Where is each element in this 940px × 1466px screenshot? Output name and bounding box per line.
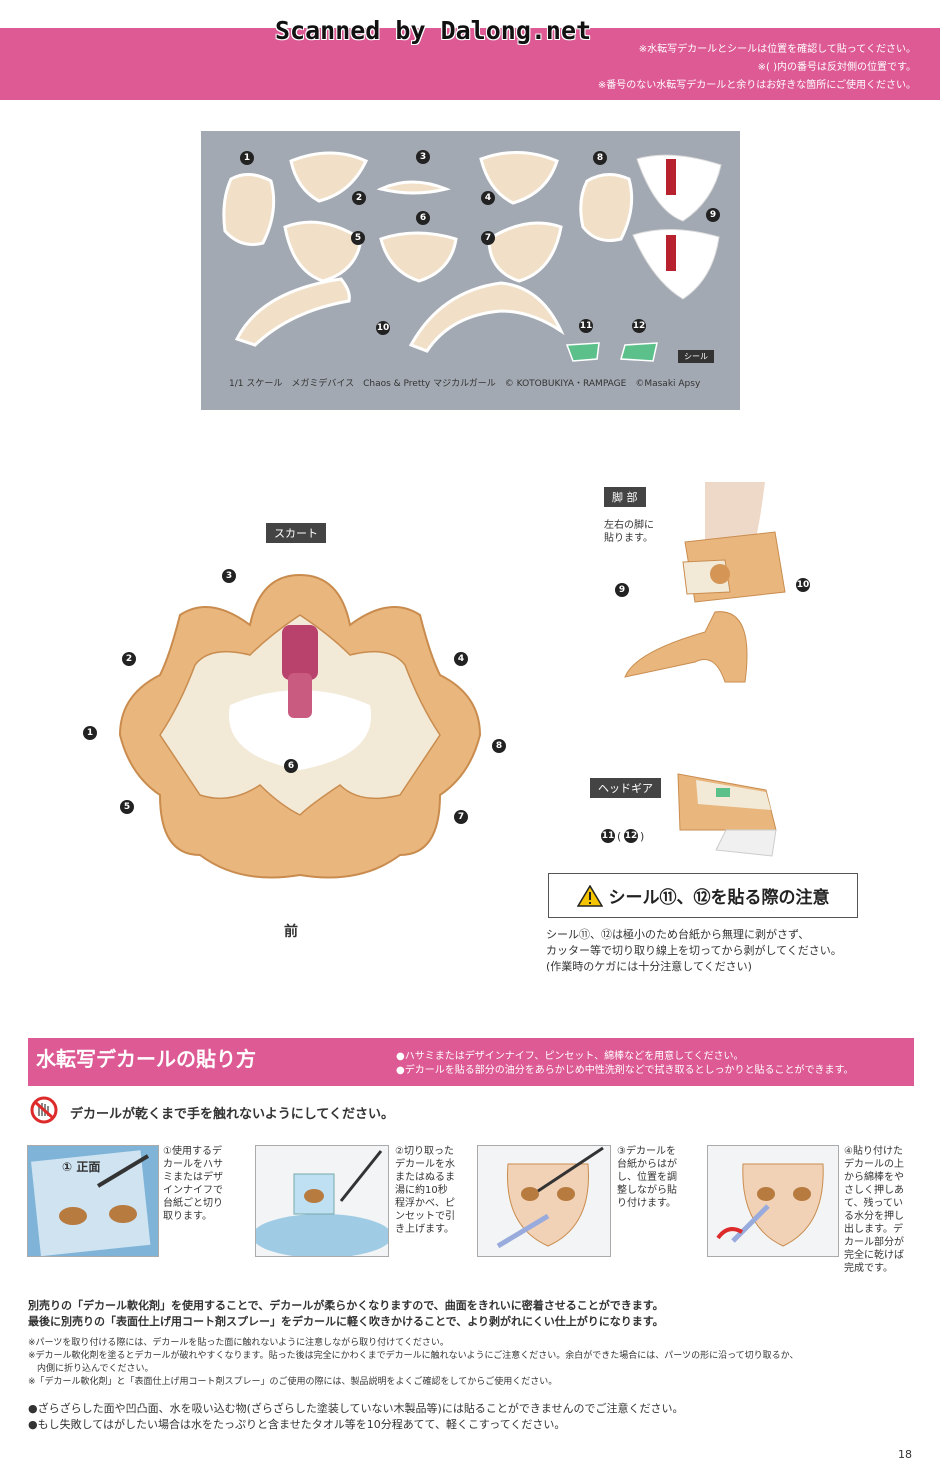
header-note: ※( )内の番号は反対側の位置です。 bbox=[757, 62, 916, 73]
bullet-note: ●ざらざらした面や凹凸面、水を吸い込む物(ざらざらした塗装していない木製品等)に… bbox=[28, 1402, 684, 1415]
decal-9-pair bbox=[632, 154, 722, 300]
caution-title: シール⑪、⑫を貼る際の注意 bbox=[608, 888, 830, 908]
page-number: 18 bbox=[898, 1448, 912, 1461]
step-1-text: ①使用するデ カールをハサ ミまたはデザ インナイフで 台紙ごと切り 取ります。 bbox=[163, 1146, 223, 1222]
skirt-front-label: 前 bbox=[284, 924, 298, 940]
seal-12 bbox=[620, 342, 658, 362]
leg-instruction: 貼ります。 bbox=[604, 533, 653, 544]
decal-5 bbox=[283, 220, 363, 283]
decal-number: 2 bbox=[352, 191, 366, 205]
decal-number: 7 bbox=[481, 231, 495, 245]
skirt-callout: 1 bbox=[83, 726, 97, 740]
headgear-callout: 12 bbox=[624, 829, 638, 843]
sheet-caption: 1/1 スケール メガミデバイス Chaos & Pretty マジカルガール … bbox=[229, 379, 701, 389]
tip-line: 最後に別売りの「表面仕上げ用コート剤スプレー」をデカールに軽く吹きかけることで、… bbox=[28, 1315, 664, 1328]
decal-10b bbox=[408, 281, 565, 353]
fine-print: ※「デカール軟化剤」と「表面仕上げ用コート剤スプレー」のご使用の際には、製品説明… bbox=[28, 1377, 558, 1387]
caution-line: カッター等で切り取り線上を切ってから剥がしてください。 bbox=[546, 944, 842, 957]
water-bowl-icon bbox=[252, 1150, 392, 1258]
header-band: ※水転写デカールとシールは位置を確認して貼ってください。 ※( )内の番号は反対… bbox=[0, 28, 940, 100]
water-decal-note: ●デカールを貼る部分の油分をあらかじめ中性洗剤などで拭き取るとしっかりと貼ること… bbox=[396, 1065, 854, 1076]
skirt-callout: 3 bbox=[222, 569, 236, 583]
decal-7 bbox=[487, 221, 563, 283]
seal-11 bbox=[565, 342, 600, 362]
decal-number: 8 bbox=[593, 151, 607, 165]
leg-tag: 脚 部 bbox=[604, 487, 646, 507]
step-2-text: ②切り取った デカールを水 またはぬるま 湯に約10秒 程浮かべ、ピ ンセットで… bbox=[395, 1146, 455, 1235]
step-4-image bbox=[707, 1145, 839, 1257]
leg-callout: 9 bbox=[615, 583, 629, 597]
leg-callout: 10 bbox=[796, 578, 810, 592]
decal-number: 9 bbox=[706, 208, 720, 222]
step-3-text: ③デカールを 台紙からはが し、位置を調 整しながら貼 り付けます。 bbox=[617, 1146, 677, 1209]
water-decal-warning: デカールが乾くまで手を触れないようにしてください。 bbox=[70, 1107, 394, 1122]
no-touch-icon bbox=[30, 1096, 58, 1124]
decal-sheet bbox=[201, 131, 740, 410]
face-icon bbox=[716, 1163, 824, 1247]
caution-line: シール⑪、⑫は極小のため台紙から無理に剥がさず、 bbox=[546, 928, 810, 941]
skirt-callout: 4 bbox=[454, 652, 468, 666]
face-icon bbox=[496, 1146, 604, 1249]
caution-title-box: シール⑪、⑫を貼る際の注意 bbox=[548, 873, 858, 918]
skirt-callout: 8 bbox=[492, 739, 506, 753]
fine-print: 内側に折り込んでください。 bbox=[28, 1364, 154, 1374]
decal-sheet-drawing bbox=[222, 150, 722, 362]
decal-10a bbox=[234, 277, 351, 347]
decal-3 bbox=[376, 180, 451, 195]
skirt-callout: 7 bbox=[454, 810, 468, 824]
decal-number: 4 bbox=[481, 191, 495, 205]
step-3-image bbox=[477, 1145, 611, 1257]
decal-4 bbox=[479, 150, 559, 205]
decal-number: 1 bbox=[240, 151, 254, 165]
fine-print: ※デカール軟化剤を塗るとデカールが破れやすくなります。貼った後は完全にかわくまで… bbox=[28, 1351, 799, 1361]
header-note: ※水転写デカールとシールは位置を確認して貼ってください。 bbox=[638, 44, 916, 55]
watermark: Scanned by Dalong.net bbox=[275, 16, 592, 45]
seal-label: シール bbox=[678, 350, 714, 363]
water-decal-title: 水転写デカールの貼り方 bbox=[36, 1047, 256, 1071]
step-2-image bbox=[252, 1145, 392, 1258]
decal-6 bbox=[379, 231, 458, 283]
bullet-note: ●もし失敗してはがしたい場合は水をたっぷりと含ませたタオル等を10分程あてて、軽… bbox=[28, 1418, 566, 1431]
decal-8 bbox=[579, 173, 634, 242]
leg-illustration bbox=[624, 482, 786, 683]
skirt-callout: 5 bbox=[120, 800, 134, 814]
headgear-callout: 11 bbox=[601, 829, 615, 843]
tip-line: 別売りの「デカール軟化剤」を使用することで、デカールが柔らかくなりますので、曲面… bbox=[28, 1299, 664, 1312]
decal-number: 12 bbox=[632, 319, 646, 333]
skirt-illustration bbox=[118, 573, 482, 879]
skirt-callout: 6 bbox=[284, 759, 298, 773]
leg-instruction: 左右の脚に bbox=[604, 520, 654, 531]
decal-number: 11 bbox=[579, 319, 593, 333]
decal-1 bbox=[222, 173, 276, 246]
step-4-text: ④貼り付けた デカールの上 から綿棒をや さしく押しあ て、残ってい る水分を押… bbox=[844, 1146, 904, 1274]
headgear-tag: ヘッドギア bbox=[590, 778, 661, 798]
decal-2 bbox=[289, 151, 369, 203]
warning-icon bbox=[576, 884, 603, 907]
step-1-image: ① 正面 bbox=[27, 1145, 159, 1257]
decal-number: 5 bbox=[351, 231, 365, 245]
skirt-tag: スカート bbox=[266, 523, 326, 543]
step-1-label: ① 正面 bbox=[62, 1160, 101, 1174]
decal-number: 10 bbox=[376, 321, 390, 335]
water-decal-notes: ●ハサミまたはデザインナイフ、ピンセット、綿棒などを用意してください。 ●デカー… bbox=[396, 1050, 854, 1078]
decal-number: 6 bbox=[416, 211, 430, 225]
skirt-callout: 2 bbox=[122, 652, 136, 666]
headgear-illustration bbox=[677, 773, 777, 857]
water-decal-note: ●ハサミまたはデザインナイフ、ピンセット、綿棒などを用意してください。 bbox=[396, 1051, 744, 1062]
caution-line: (作業時のケガには十分注意してください) bbox=[546, 960, 752, 973]
fine-print: ※パーツを取り付ける際には、デカールを貼った面に触れないように注意しながら取り付… bbox=[28, 1338, 449, 1348]
water-decal-header bbox=[28, 1038, 914, 1086]
header-note: ※番号のない水転写デカールと余りはお好きな箇所にご使用ください。 bbox=[597, 80, 916, 91]
decal-sheet-icon bbox=[31, 1150, 151, 1257]
decal-number: 3 bbox=[416, 150, 430, 164]
